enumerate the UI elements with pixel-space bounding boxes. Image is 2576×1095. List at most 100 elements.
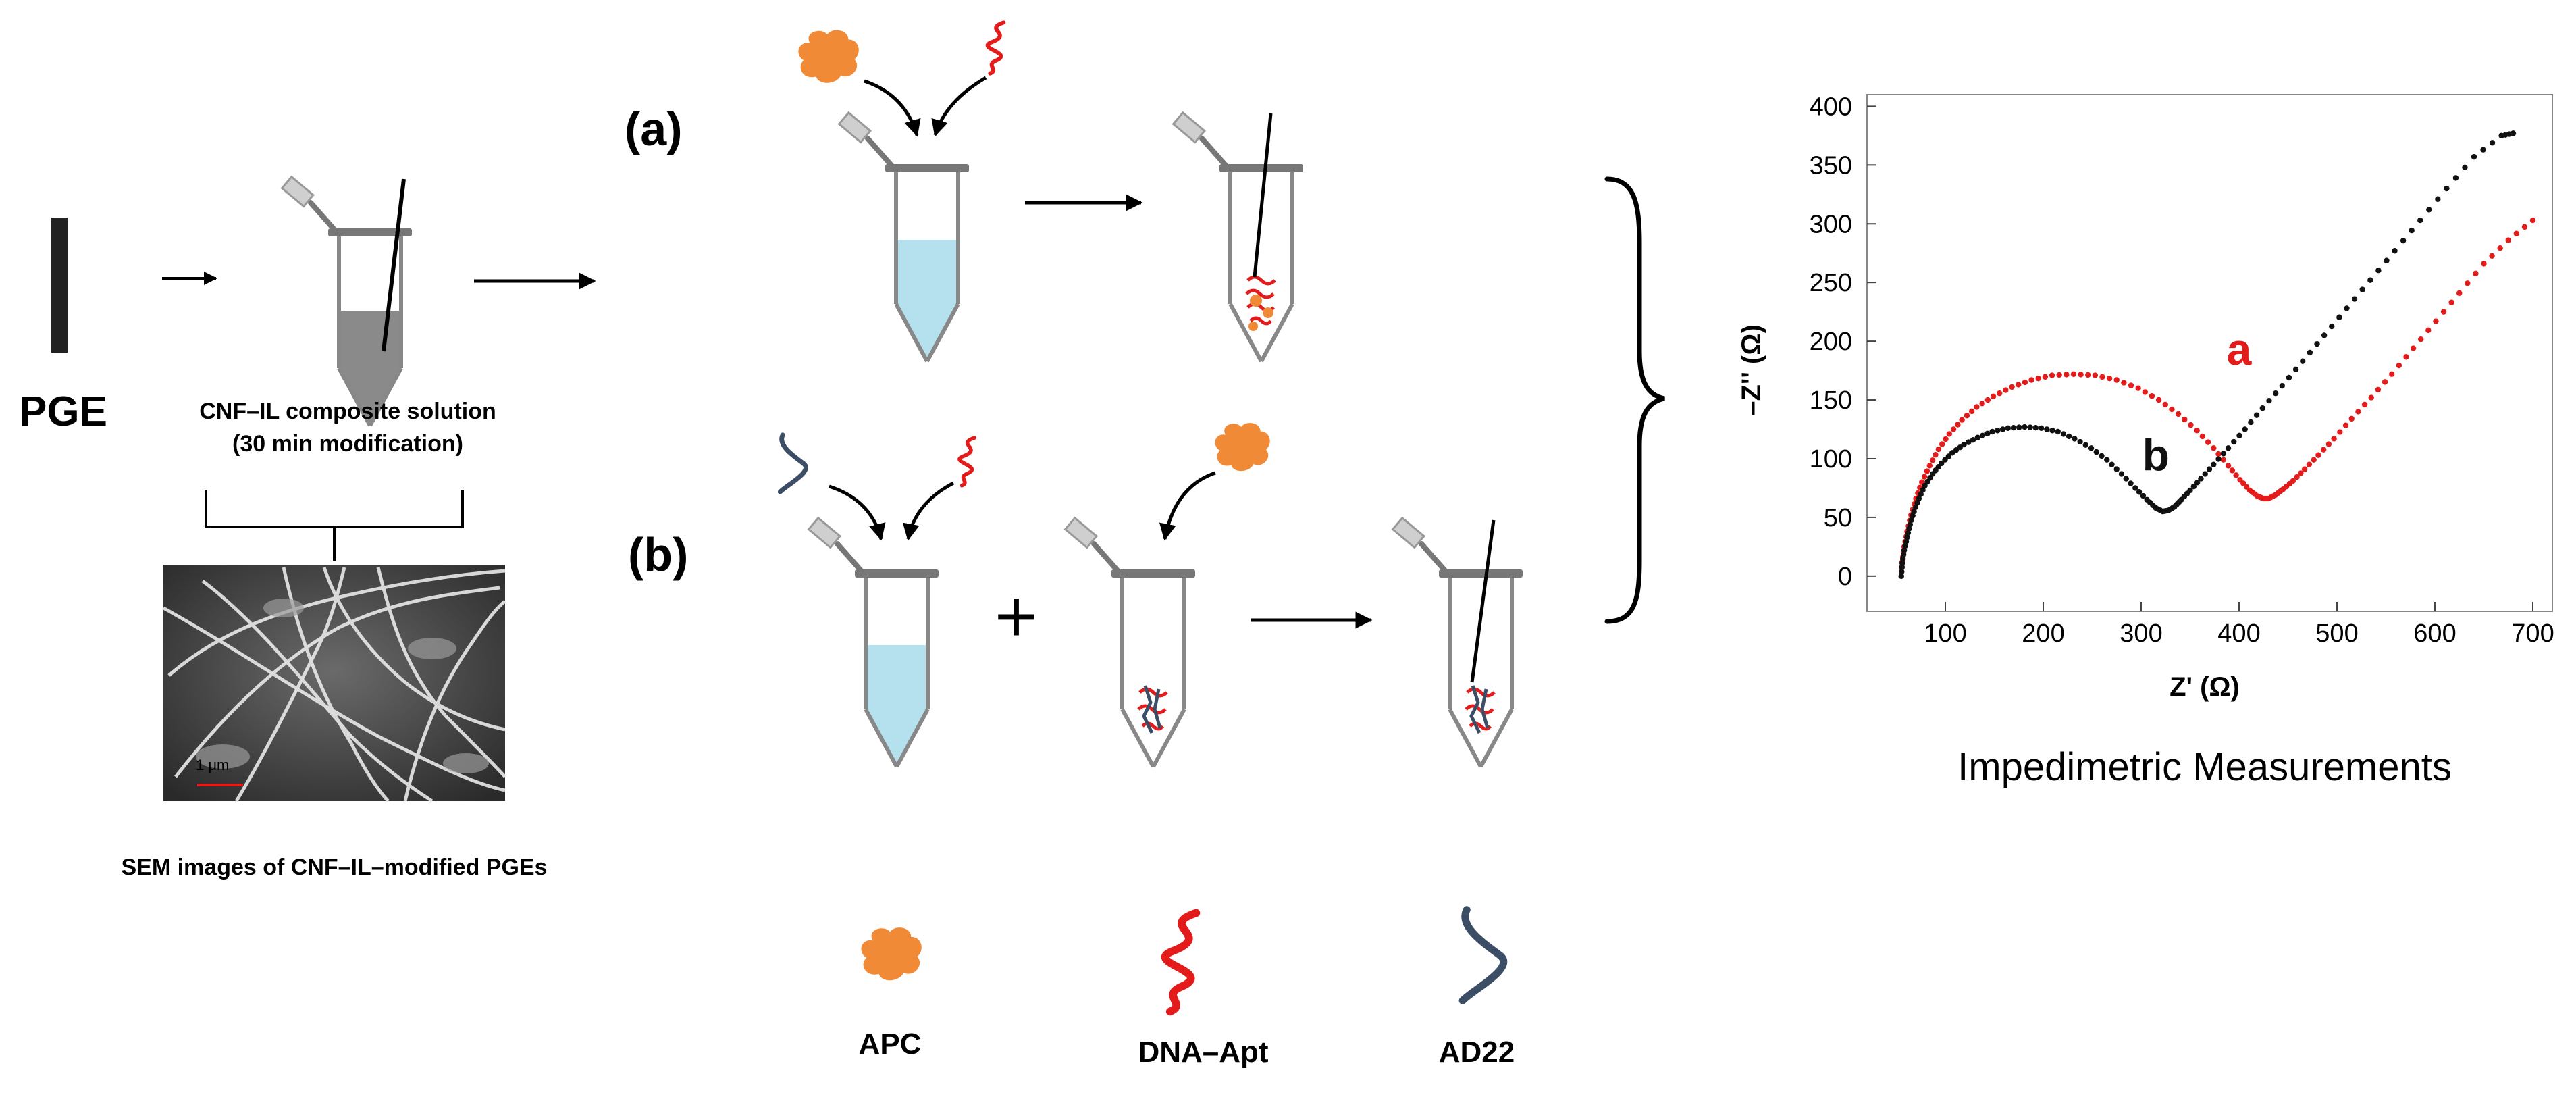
chart-point: [2140, 492, 2147, 499]
chart-point: [2194, 480, 2201, 486]
chart-point: [2190, 483, 2197, 490]
chart-point: [2055, 428, 2061, 435]
chart-point: [2093, 449, 2099, 455]
chart-point: [1914, 500, 1920, 506]
chart-point: [2082, 442, 2089, 448]
chart-point: [2529, 217, 2536, 224]
chart-y-tick-label: 350: [1810, 151, 1852, 180]
chart-plot-frame: [1866, 94, 2553, 612]
chart-y-tick-label: 0: [1838, 563, 1852, 591]
chart-point: [1966, 439, 1972, 445]
chart-point: [2132, 485, 2138, 491]
legend: APC DNA–Apt AD22: [859, 910, 1515, 1069]
chart-point: [2106, 375, 2113, 382]
route-b-mix-tube: [809, 518, 939, 767]
chart-y-tick-label: 200: [1810, 328, 1852, 356]
chart-x-axis-label: Z' (Ω): [2170, 672, 2240, 702]
chart-point: [2003, 387, 2009, 393]
chart-point: [2521, 224, 2528, 230]
chart-point: [2409, 227, 2415, 234]
chart-point: [2359, 286, 2365, 292]
chart-y-tick-label: 150: [1810, 386, 1852, 415]
electrode-dip-icon: [1253, 113, 1273, 278]
chart-point: [1901, 547, 1908, 553]
chart-point: [1904, 534, 1910, 540]
chart-point: [2128, 382, 2134, 388]
chart-point: [1990, 393, 1997, 400]
sem-scale-label: 1 μm: [196, 757, 229, 773]
chart-point: [1979, 432, 1986, 438]
chart-point: [2337, 429, 2343, 435]
chart-point: [2489, 253, 2495, 259]
chart-point: [2049, 428, 2055, 434]
chart-point: [2259, 405, 2265, 411]
chart-point: [2175, 411, 2182, 417]
chart-point: [2135, 385, 2141, 391]
chart-point: [1903, 538, 1910, 545]
chart-point: [1898, 573, 1904, 580]
chart-point: [2321, 332, 2328, 338]
chart-point: [2355, 409, 2361, 415]
electrode-dip-icon: [1470, 519, 1496, 683]
chart-point: [2361, 401, 2368, 408]
chart-point: [1905, 530, 1912, 536]
chart-point: [2452, 175, 2459, 181]
chart-point: [1899, 569, 1905, 575]
chart-point: [2038, 425, 2045, 431]
chart-point: [2169, 406, 2175, 413]
eppendorf-tube-icon: [1066, 518, 1195, 767]
chart-point: [2118, 471, 2125, 477]
chart-point: [2109, 461, 2115, 467]
electrode-dip-icon: [382, 178, 406, 352]
chart-point: [2314, 340, 2320, 347]
chart-point: [1946, 431, 1952, 437]
chart-series-b: [1898, 130, 2517, 580]
chart-point: [1999, 426, 2006, 432]
chart-point: [1918, 491, 1924, 497]
chart-point: [2211, 461, 2217, 467]
chart-point: [2236, 432, 2242, 438]
chart-point: [2231, 438, 2237, 445]
chart-point: [2077, 438, 2083, 445]
legend-apc-label: APC: [859, 1027, 922, 1061]
chart-series-a: [1898, 217, 2536, 580]
chart-point: [2188, 422, 2194, 428]
dna-aptamer-strand-icon: [960, 438, 974, 486]
chart-point: [2448, 299, 2454, 305]
chart-point: [2300, 358, 2306, 364]
chart-point: [1899, 560, 1905, 566]
chart-point: [2070, 371, 2077, 377]
chart-point: [1920, 487, 1926, 493]
chart-point: [2149, 393, 2155, 399]
chart-y-tick-label: 250: [1810, 269, 1852, 297]
chart-point: [2187, 487, 2193, 494]
chart-x-tick-label: 700: [2511, 619, 2554, 648]
chart-point: [2088, 445, 2095, 451]
chart-point: [1899, 556, 1906, 562]
chart-point: [2433, 318, 2439, 324]
chart-point: [2142, 389, 2148, 395]
chart-x-tick-label: 100: [1924, 619, 1966, 648]
legend-aptamer-label: DNA–Apt: [1138, 1036, 1268, 1069]
chart-point: [2320, 447, 2327, 453]
chart-point: [1924, 468, 1930, 474]
chart-y-tick-label: 100: [1810, 445, 1852, 474]
chart-point: [2301, 466, 2308, 472]
chart-point: [2344, 305, 2350, 311]
arrow-apc-to-tube-b2: [1159, 471, 1216, 541]
chart-point: [2005, 425, 2011, 431]
chart-point: [2425, 327, 2432, 334]
chart-point: [2233, 472, 2239, 478]
route-b-electrode-tube: [1393, 518, 1523, 767]
sem-image: 1 μm: [162, 565, 506, 803]
chart-y-tick-label: 50: [1824, 504, 1852, 532]
chart-point: [2010, 424, 2017, 431]
arrow-ad22-to-tube-b: [829, 484, 886, 541]
chart-point: [2294, 474, 2300, 480]
chart-point: [1950, 426, 1957, 432]
chart-point: [2471, 153, 2477, 160]
chart-point: [2009, 384, 2015, 390]
chart-y-axis-label: –Z'' (Ω): [1737, 324, 1766, 416]
chart-point: [2206, 466, 2213, 472]
